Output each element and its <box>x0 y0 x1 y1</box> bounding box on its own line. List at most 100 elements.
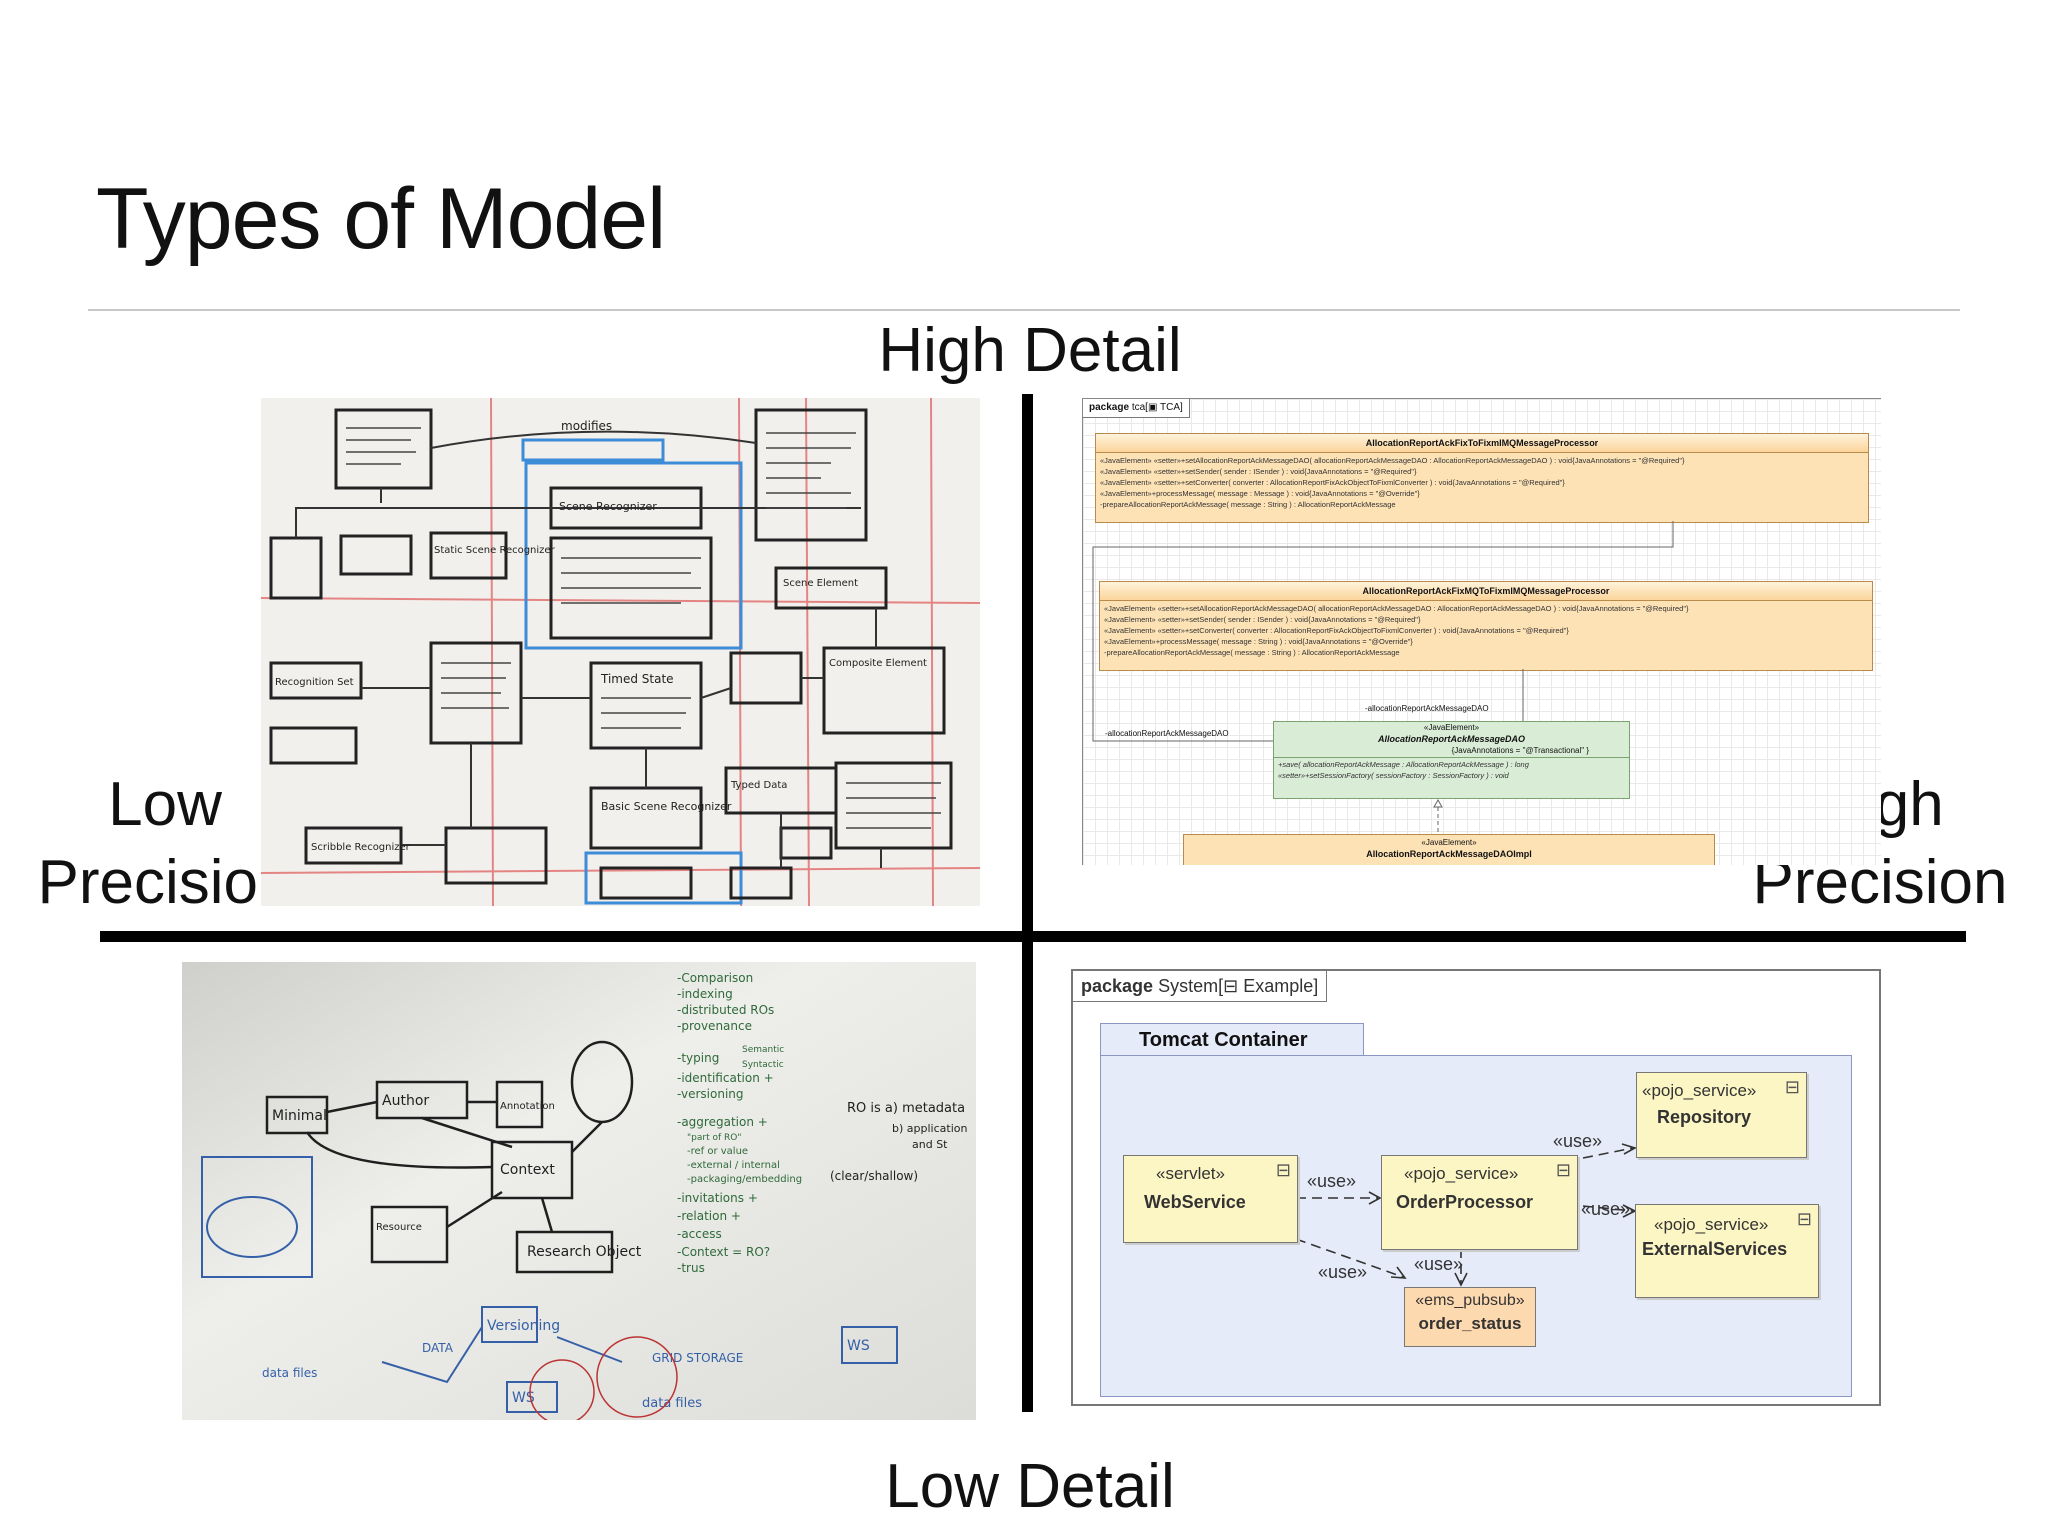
board-note: and St <box>912 1138 948 1151</box>
uml-class-box: AllocationReportAckFixToFixmlMQMessagePr… <box>1095 433 1869 523</box>
board-word: Versioning <box>487 1318 560 1334</box>
title-divider <box>88 309 1960 311</box>
class-operation: «JavaElement» «setter»+setAllocationRepo… <box>1100 456 1685 465</box>
uml-class-box: «JavaElement» AllocationReportAckMessage… <box>1183 834 1715 865</box>
board-word: data files <box>642 1396 702 1411</box>
package-icon: ▣ <box>1147 402 1158 413</box>
board-note: RO is a) metadata <box>847 1101 965 1116</box>
association-label: -allocationReportAckMessageDAO <box>1365 704 1489 713</box>
board-word: WS <box>512 1390 535 1406</box>
component-name: WebService <box>1144 1192 1246 1212</box>
interface-stereotype: «JavaElement» <box>1423 723 1480 732</box>
class-operation: -prepareAllocationReportAckMessage( mess… <box>1104 648 1400 657</box>
uml-class-diagram-panel: package tca[▣ TCA] AllocationReportAckFi… <box>1082 398 1881 865</box>
board-note: Semantic <box>742 1045 784 1055</box>
dependency-label: «use» <box>1553 1131 1603 1151</box>
class-operation: «JavaElement» «setter»+setSender( sender… <box>1100 467 1417 476</box>
board-word: GRID STORAGE <box>652 1351 743 1365</box>
sketch-label-timed-state: Timed State <box>600 672 674 686</box>
uml-component-diagram-panel: package System[⊟ Example] Tomcat Contain… <box>1071 969 1881 1406</box>
axis-label-high-detail: High Detail <box>878 316 1182 385</box>
class-operation: -prepareAllocationReportAckMessage( mess… <box>1100 500 1396 509</box>
class-operation: «JavaElement» «setter»+setSender( sender… <box>1104 615 1421 624</box>
association-label: -allocationReportAckMessageDAO <box>1105 729 1229 738</box>
board-note: -Comparison <box>677 971 753 985</box>
board-word: DATA <box>422 1341 454 1355</box>
board-word: data files <box>262 1366 317 1380</box>
package-tag: Example <box>1243 976 1314 996</box>
sketch-label-composite-element: Composite Element <box>829 658 927 669</box>
package-name: tca <box>1131 402 1146 413</box>
sketch-label-static-scene: Static Scene Recognizer <box>434 545 556 556</box>
board-word: Minimal <box>272 1108 327 1124</box>
board-note: -trus <box>677 1261 705 1275</box>
board-word: Annotation <box>500 1101 555 1112</box>
component-name: ExternalServices <box>1642 1239 1788 1259</box>
axis-label-low-precision: Low Precision <box>37 770 293 917</box>
component-icon: ⊟ <box>1555 1160 1571 1180</box>
board-note: b) application <box>892 1122 967 1135</box>
board-note: -invitations + <box>677 1191 758 1205</box>
vertical-axis <box>1022 394 1033 1412</box>
component-stereotype: «ems_pubsub» <box>1415 1292 1525 1309</box>
sketch-label-modifies: modifies <box>561 419 612 433</box>
component-stereotype: «pojo_service» <box>1654 1215 1769 1234</box>
sketch-label-scene-recognizer: Scene Recognizer <box>559 500 657 513</box>
package-keyword: package <box>1089 402 1130 413</box>
class-stereotype: «JavaElement» <box>1421 838 1477 847</box>
dependency-label: «use» <box>1581 1199 1631 1219</box>
axis-label-low-detail: Low Detail <box>885 1452 1175 1521</box>
component-name: OrderProcessor <box>1396 1192 1534 1212</box>
sketch-label-basic-scene: Basic Scene Recognizer <box>601 800 732 813</box>
board-note: -provenance <box>677 1019 752 1033</box>
class-operation: «JavaElement» «setter»+setConverter( con… <box>1100 478 1565 487</box>
dependency-label: «use» <box>1318 1262 1368 1282</box>
interface-name: AllocationReportAckMessageDAO <box>1377 734 1526 744</box>
board-note: -aggregation + <box>677 1115 768 1129</box>
board-note: -external / internal <box>687 1160 780 1171</box>
interface-tag: {JavaAnnotations = "@Transactional" } <box>1274 745 1629 758</box>
component-stereotype: «servlet» <box>1156 1164 1225 1183</box>
board-note: (clear/shallow) <box>830 1169 918 1183</box>
class-operation: «JavaElement»+processMessage( message : … <box>1104 637 1413 646</box>
board-note: -versioning <box>677 1087 744 1101</box>
class-operation: «JavaElement» «setter»+setConverter( con… <box>1104 626 1569 635</box>
sketch-label-typed-data: Typed Data <box>730 780 787 791</box>
board-note: Syntactic <box>742 1060 784 1070</box>
interface-operation: +save( allocationReportAckMessage : Allo… <box>1278 760 1529 769</box>
package-name: System <box>1158 976 1219 996</box>
class-operation: «JavaElement»+processMessage( message : … <box>1100 489 1420 498</box>
board-note: -distributed ROs <box>677 1003 774 1017</box>
board-note: -indexing <box>677 987 733 1001</box>
package-tag: TCA <box>1160 402 1180 413</box>
class-operation: «JavaElement» «setter»+setAllocationRepo… <box>1104 604 1689 613</box>
slide-title: Types of Model <box>96 171 666 267</box>
dependency-label: «use» <box>1307 1171 1357 1191</box>
component-order-status: «ems_pubsub» order_status <box>1404 1287 1536 1347</box>
board-note: -ref or value <box>687 1146 748 1157</box>
board-note: -relation + <box>677 1209 741 1223</box>
component-externalservices: ⊟ «pojo_service» ExternalServices <box>1635 1204 1819 1298</box>
board-note: -access <box>677 1227 722 1241</box>
component-name: Repository <box>1657 1107 1752 1127</box>
component-name: order_status <box>1418 1314 1522 1333</box>
component-repository: ⊟ «pojo_service» Repository <box>1636 1072 1807 1158</box>
class-name: AllocationReportAckFixMQToFixmlMQMessage… <box>1100 582 1872 601</box>
component-orderprocessor: ⊟ «pojo_service» OrderProcessor <box>1381 1155 1578 1250</box>
class-name: AllocationReportAckMessageDAOImpl <box>1366 849 1532 859</box>
dependency-arrows <box>1295 1143 1638 1287</box>
package-tab: package System[⊟ Example] <box>1073 971 1328 1002</box>
dependency-label: «use» <box>1414 1254 1464 1274</box>
uml-class-box: AllocationReportAckFixMQToFixmlMQMessage… <box>1099 581 1873 671</box>
uml-connectors <box>1092 521 1674 834</box>
sketch-label-scene-element: Scene Element <box>783 578 858 589</box>
component-icon: ⊟ <box>1275 1160 1291 1180</box>
uml-interface-box: «JavaElement» AllocationReportAckMessage… <box>1273 721 1630 799</box>
board-note: -identification + <box>677 1071 774 1085</box>
board-word: Author <box>382 1093 429 1109</box>
sketch-label-recognition-set: Recognition Set <box>275 677 354 688</box>
component-icon: ⊟ <box>1796 1209 1812 1229</box>
board-note: -Context = RO? <box>677 1245 770 1259</box>
board-note: -packaging/embedding <box>687 1174 802 1185</box>
photo-whiteboard-brainstorm: Minimal Author Annotation Context Resour… <box>182 962 976 1420</box>
